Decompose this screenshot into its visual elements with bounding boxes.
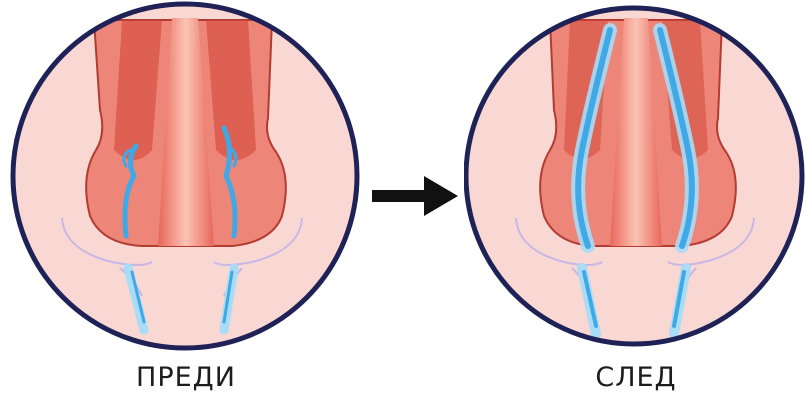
before-label: ПРЕДИ — [116, 362, 256, 393]
after-label: СЛЕД — [566, 362, 706, 393]
after-illustration — [464, 0, 806, 352]
nose-after-svg — [464, 0, 806, 352]
arrow-right-icon — [366, 168, 464, 224]
nose-before-svg — [2, 0, 366, 352]
before-illustration — [2, 0, 366, 352]
